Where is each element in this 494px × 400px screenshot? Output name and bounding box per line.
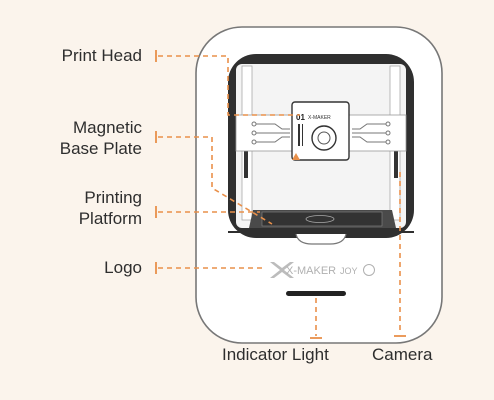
leader-lines [158, 55, 401, 336]
label-logo-text: Logo [104, 258, 142, 277]
magnetic-base-plate [261, 211, 383, 227]
chamber-lip [295, 233, 347, 245]
label-magnetic-base-plate: Magnetic Base Plate [60, 117, 142, 159]
circuit-decoration-left [251, 121, 290, 145]
leader-print-head [158, 55, 300, 116]
label-indicator-light-text: Indicator Light [222, 345, 329, 364]
logo-model: JOY [340, 266, 358, 276]
label-logo: Logo [104, 257, 142, 278]
logo-badge-icon [363, 264, 375, 276]
print-head-brand: X-MAKER [308, 115, 331, 121]
circuit-decoration-right [352, 121, 391, 145]
label-printing-platform-line2: Platform [78, 209, 142, 228]
print-head-id: 01 [296, 113, 305, 122]
label-indicator-light: Indicator Light [222, 344, 329, 365]
label-magnetic-base-plate-line1: Magnetic [73, 118, 142, 137]
label-magnetic-base-plate-line2: Base Plate [59, 139, 142, 158]
leader-magnetic-base-plate [158, 136, 273, 225]
logo: X-MAKER JOY [270, 262, 375, 278]
leader-end-marks [155, 50, 406, 339]
logo-brand: X-MAKER [286, 265, 336, 277]
label-printing-platform-line1: Printing [84, 188, 142, 207]
print-head-nozzle-icon [292, 153, 300, 160]
logo-mark-icon [270, 262, 294, 278]
print-head-fan-icon [311, 125, 337, 151]
indicator-light [286, 291, 346, 296]
label-print-head-text: Print Head [61, 46, 142, 65]
label-print-head: Print Head [62, 45, 142, 66]
label-camera: Camera [372, 344, 432, 365]
label-printing-platform: Printing Platform [79, 187, 142, 229]
label-camera-text: Camera [372, 345, 433, 364]
